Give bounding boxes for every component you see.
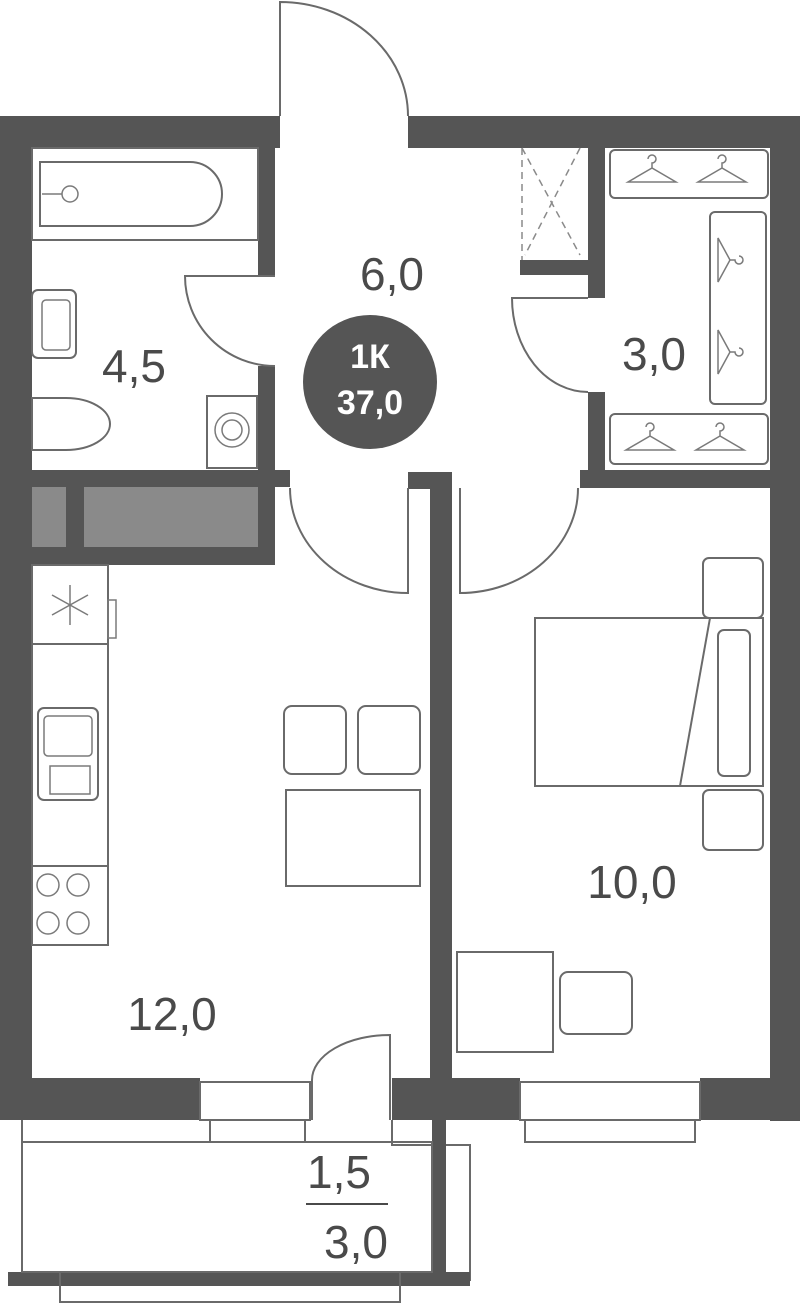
hallway-area-label: 6,0: [360, 248, 424, 300]
toilet-icon: [31, 397, 111, 451]
bedroom: [456, 557, 764, 1053]
kitchen: [31, 564, 421, 946]
wardrobe-door-icon: [510, 297, 589, 393]
desk-icon: [456, 951, 554, 1053]
badge-circle: [303, 315, 437, 449]
balcony-area-label: 1,5: [307, 1146, 371, 1198]
apartment-type: 1К: [350, 338, 390, 376]
kitchen-sink-icon: [37, 707, 99, 801]
balcony-total-label: 3,0: [324, 1216, 388, 1268]
chair-icon: [559, 971, 633, 1035]
dining-table-icon: [285, 789, 421, 887]
bathroom-area-label: 4,5: [102, 340, 166, 392]
balcony: [8, 1120, 471, 1303]
wardrobe-area-label: 3,0: [622, 328, 686, 380]
apartment-total-area: 37,0: [337, 384, 403, 422]
bedroom-door-icon: [459, 487, 579, 595]
bathtub-icon: [39, 161, 223, 227]
balcony-door-icon: [311, 1033, 391, 1120]
wardrobe: [521, 147, 769, 465]
hanger-icon: [623, 154, 749, 451]
bathroom-door-icon: [183, 275, 276, 367]
nightstand-icon: [702, 789, 764, 851]
sink-icon: [31, 289, 77, 359]
nightstand-icon: [702, 557, 764, 619]
chair-icon: [357, 705, 421, 775]
bathroom: [31, 147, 259, 469]
walls: [0, 116, 800, 1121]
bed-icon: [534, 617, 764, 787]
washing-machine-icon: [206, 395, 258, 469]
stove-icon: [36, 873, 90, 935]
entrance-door-icon: [279, 0, 409, 117]
bedroom-area-label: 10,0: [587, 856, 677, 908]
freezer-snowflake-icon: [51, 585, 89, 625]
windows: [199, 1081, 701, 1143]
doors: [183, 0, 589, 1120]
kitchen-door-icon: [289, 487, 409, 595]
kitchen-area-label: 12,0: [127, 988, 217, 1040]
chair-icon: [283, 705, 347, 775]
apartment-badge: 1К 37,0: [303, 315, 437, 449]
